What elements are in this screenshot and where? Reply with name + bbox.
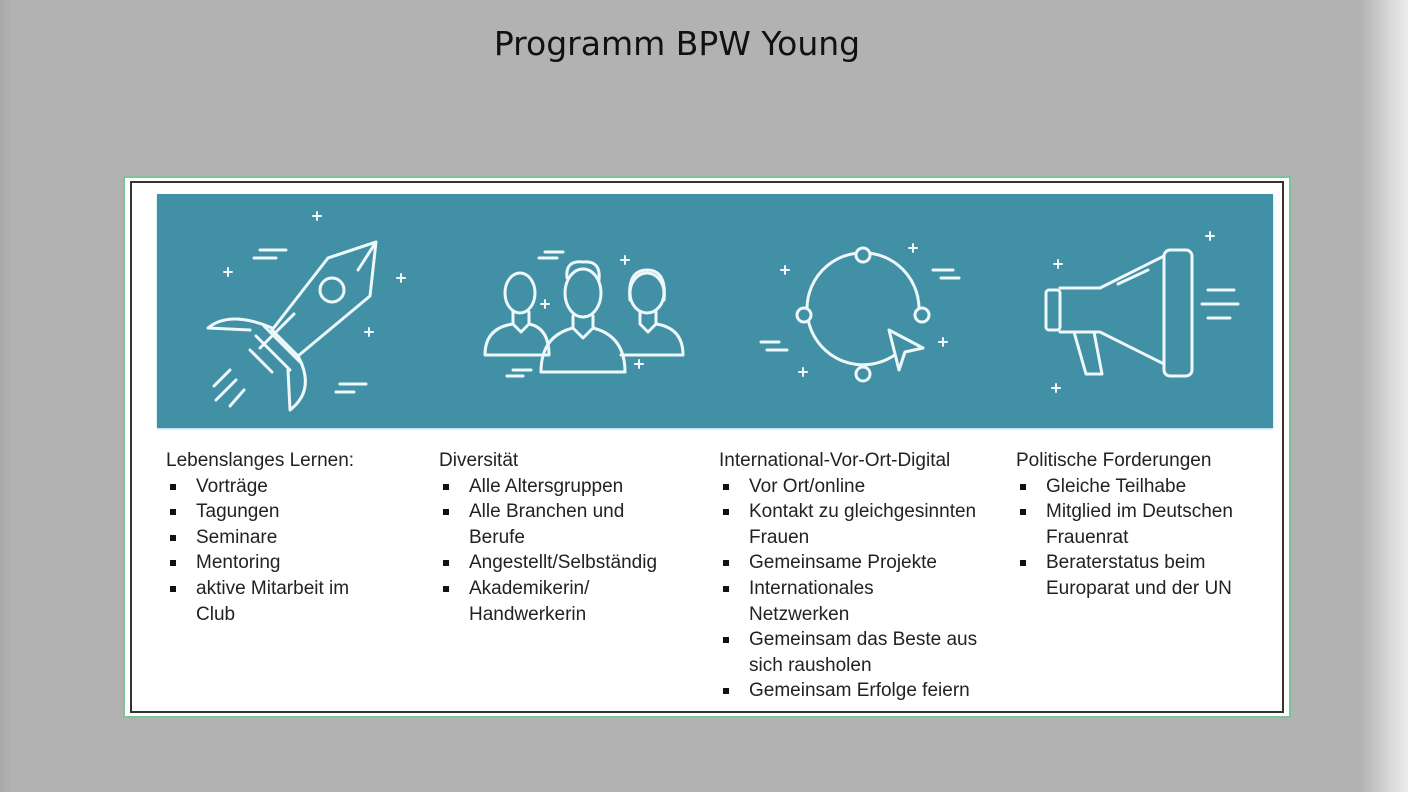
slide-title: Programm BPW Young (493, 24, 861, 63)
list-item: Tagungen (166, 499, 356, 525)
list-item: Gemeinsam Erfolge feiern (719, 678, 1004, 704)
list-item: Gleiche Teilhabe (1016, 474, 1266, 500)
column-heading: Politische Forderungen (1016, 450, 1212, 471)
list-item: Vor Ort/online (719, 474, 1004, 500)
column-politics: Politische Forderungen Gleiche Teilhabe … (1016, 448, 1266, 602)
list-item: Alle Altersgruppen (439, 474, 689, 500)
list-item: Mentoring (166, 550, 356, 576)
list-item: Mitglied im Deutschen Frauenrat (1016, 499, 1266, 550)
column-diversity: Diversität Alle Altersgruppen Alle Branc… (439, 448, 689, 627)
list-item: aktive Mitarbeit im Club (166, 576, 356, 627)
left-shade (0, 0, 12, 792)
icon-band (157, 194, 1273, 428)
column-international: International-Vor-Ort-Digital Vor Ort/on… (719, 448, 1004, 704)
list-item: Alle Branchen und Berufe (439, 499, 654, 550)
list-item: Akademikerin/ Handwerkerin (439, 576, 619, 627)
cycle-arrow-icon (759, 243, 961, 383)
column-heading: Lebenslanges Lernen: (166, 450, 355, 471)
list-item: Beraterstatus beim Europarat und der UN (1016, 550, 1266, 601)
list-item: Vorträge (166, 474, 356, 500)
column-heading: International-Vor-Ort-Digital (719, 450, 951, 471)
list-item: Angestellt/Selbständig (439, 550, 689, 576)
list-item: Gemeinsam das Beste aus sich rausholen (719, 627, 979, 678)
rocket-icon (206, 211, 406, 412)
column-heading: Diversität (439, 450, 519, 471)
column-learning: Lebenslanges Lernen: Vorträge Tagungen S… (166, 448, 356, 627)
list-item: Seminare (166, 525, 356, 551)
people-group-icon (483, 250, 685, 378)
list-item: Gemeinsame Projekte (719, 550, 1004, 576)
list-item: Internationales Netzwerken (719, 576, 909, 627)
list-item: Kontakt zu gleichgesinnten Frauen (719, 499, 979, 550)
megaphone-icon (1044, 231, 1240, 393)
